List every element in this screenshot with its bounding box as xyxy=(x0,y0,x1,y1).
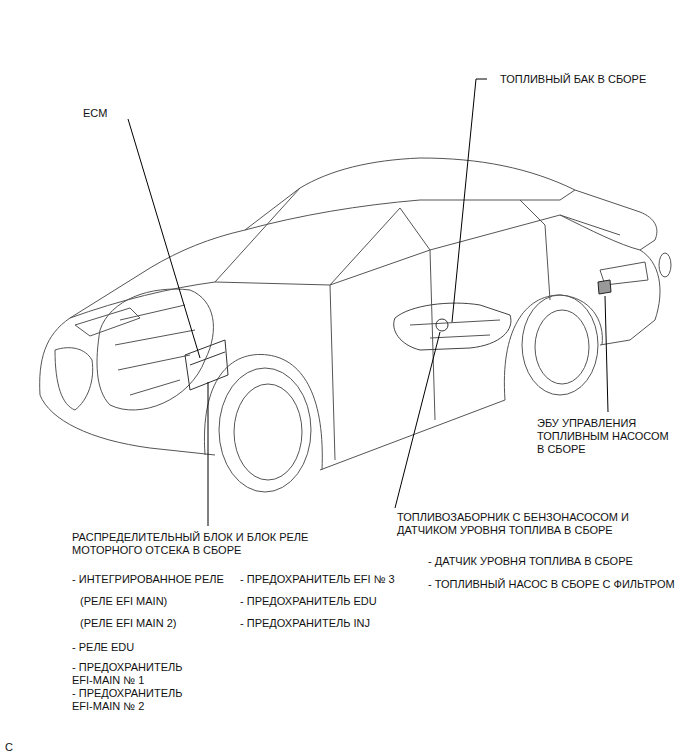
sub-item: - ПРЕДОХРАНИТЕЛЬ EFI-MAIN № 2 xyxy=(72,687,200,713)
sub-item: - ПРЕДОХРАНИТЕЛЬ INJ xyxy=(240,617,370,630)
part-label: ECM xyxy=(83,107,107,120)
sub-item: - ДАТЧИК УРОВНЯ ТОПЛИВА В СБОРЕ xyxy=(428,555,633,568)
sub-item: - ПРЕДОХРАНИТЕЛЬ EFI № 3 xyxy=(240,573,395,586)
sub-item: - ПРЕДОХРАНИТЕЛЬ EDU xyxy=(240,595,377,608)
part-label: РАСПРЕДЕЛИТЕЛЬНЫЙ БЛОК И БЛОК РЕЛЕ МОТОР… xyxy=(72,531,337,557)
sub-item: - ИНТЕГРИРОВАННОЕ РЕЛЕ xyxy=(72,573,224,586)
sub-item: - РЕЛЕ EDU xyxy=(72,641,134,654)
sub-item: (РЕЛЕ EFI MAIN) xyxy=(80,595,167,608)
sub-item: - ПРЕДОХРАНИТЕЛЬ EFI-MAIN № 1 xyxy=(72,661,200,687)
part-label: ТОПЛИВНЫЙ БАК В СБОРЕ xyxy=(500,73,646,86)
sub-item: (РЕЛЕ EFI MAIN 2) xyxy=(80,617,176,630)
part-label: ЭБУ УПРАВЛЕНИЯ ТОПЛИВНЫМ НАСОСОМ В СБОРЕ xyxy=(537,417,677,456)
part-label: ТОПЛИВОЗАБОРНИК С БЕНЗОНАСОСОМ И ДАТЧИКО… xyxy=(397,511,672,537)
sub-item: - ТОПЛИВНЫЙ НАСОС В СБОРЕ С ФИЛЬТРОМ xyxy=(428,578,675,591)
figure-code: C xyxy=(5,741,13,754)
